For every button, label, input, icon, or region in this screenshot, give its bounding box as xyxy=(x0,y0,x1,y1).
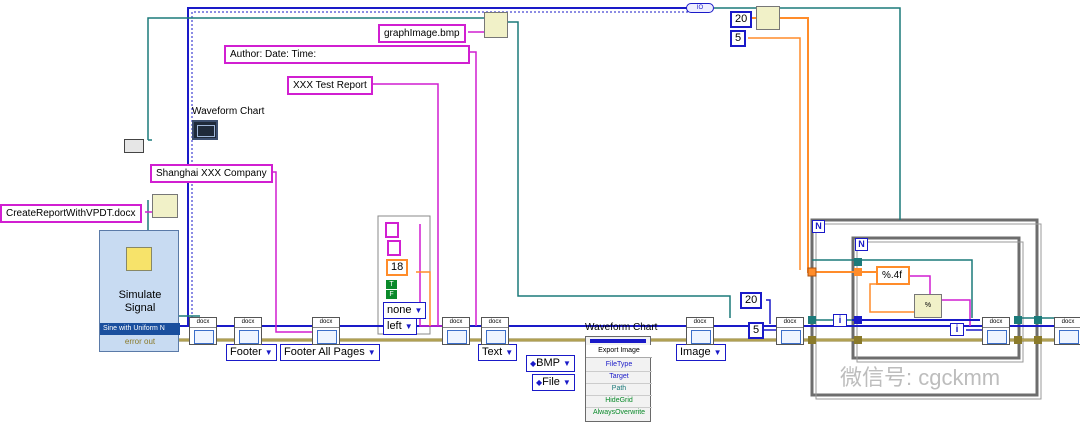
waveform-chart-terminal[interactable] xyxy=(192,120,218,140)
image-ring[interactable]: Image▼ xyxy=(676,344,726,361)
export-image-property-node[interactable]: Export Image FileType Target Path HideGr… xyxy=(585,336,652,422)
company-constant[interactable]: Shanghai XXX Company xyxy=(150,164,273,183)
property-filetype[interactable]: FileType xyxy=(586,359,652,372)
append-text-vi[interactable]: docx xyxy=(481,317,509,345)
build-path-node-2[interactable] xyxy=(484,12,508,38)
property-hidegrid[interactable]: HideGrid xyxy=(586,395,652,408)
loop-count-terminal-outer: N xyxy=(812,220,825,233)
iteration-terminal-outer: i xyxy=(833,314,847,327)
build-array-node[interactable] xyxy=(756,6,780,30)
dropdown-arrow-icon: ▼ xyxy=(563,359,571,368)
build-path-node[interactable] xyxy=(152,194,178,218)
save-report-vi[interactable]: docx xyxy=(1054,317,1080,345)
append-title-vi[interactable]: docx xyxy=(442,317,470,345)
file-name-constant[interactable]: CreateReportWithVPDT.docx xyxy=(0,204,142,223)
for-loop-outer-shadow xyxy=(815,223,1042,400)
new-report-vi[interactable]: docx xyxy=(189,317,217,345)
bundle-node-top[interactable]: IO xyxy=(686,3,714,13)
file-ring[interactable]: ◆File▼ xyxy=(532,374,575,391)
error-out-terminal[interactable]: error out xyxy=(124,337,156,346)
dropdown-arrow-icon: ▼ xyxy=(367,348,376,357)
signal-output-terminal[interactable]: Sine with Uniform N xyxy=(100,323,180,335)
watermark-text: 微信号: cgckmm xyxy=(840,365,1001,390)
footer-ring[interactable]: Footer▼ xyxy=(226,344,277,361)
set-table-cell-vi[interactable]: docx xyxy=(982,317,1010,345)
create-table-vi[interactable]: docx xyxy=(776,317,804,345)
waveform-chart-top-label: Waveform Chart xyxy=(192,106,265,117)
signal-icon xyxy=(126,247,152,271)
numeric-20-mid[interactable]: 20 xyxy=(740,292,763,309)
font-size-constant[interactable]: 18 xyxy=(386,259,409,276)
color-constant-2[interactable] xyxy=(387,240,401,256)
alignment-left-ring[interactable]: left▼ xyxy=(383,318,417,335)
numeric-5-top[interactable]: 5 xyxy=(730,30,747,47)
loop-count-terminal-inner: N xyxy=(855,238,868,251)
property-node-header: Export Image xyxy=(586,345,652,358)
image-file-constant[interactable]: graphImage.bmp xyxy=(378,24,466,43)
format-string-constant[interactable]: %.4f xyxy=(876,266,910,285)
property-path[interactable]: Path xyxy=(586,383,652,396)
folder-icon[interactable] xyxy=(124,139,144,153)
dropdown-arrow-icon: ▼ xyxy=(264,348,273,357)
color-constant-1[interactable] xyxy=(385,222,399,238)
dropdown-arrow-icon: ▼ xyxy=(713,348,722,357)
alignment-none-ring[interactable]: none▼ xyxy=(383,302,427,319)
boolean-false-constant[interactable]: F xyxy=(386,290,397,299)
simulate-signal-label: Simulate Signal xyxy=(118,289,162,314)
append-footer-text-vi[interactable]: docx xyxy=(312,317,340,345)
property-target[interactable]: Target xyxy=(586,371,652,384)
footer-all-pages-ring[interactable]: Footer All Pages▼ xyxy=(280,344,380,361)
add-header-footer-vi[interactable]: docx xyxy=(234,317,262,345)
dropdown-arrow-icon: ▼ xyxy=(562,378,571,387)
dropdown-arrow-icon: ▼ xyxy=(505,348,514,357)
iteration-terminal-inner: i xyxy=(950,323,964,336)
property-node-reference-bar xyxy=(590,339,646,343)
header-fields-constant[interactable]: Author: Date: Time: xyxy=(224,45,470,64)
enum-icon: ◆ xyxy=(530,359,537,368)
append-image-vi[interactable]: docx xyxy=(686,317,714,345)
dropdown-arrow-icon: ▼ xyxy=(404,322,413,331)
waveform-icon xyxy=(197,125,215,137)
for-loop-outer xyxy=(810,218,1039,397)
numeric-20-top[interactable]: 20 xyxy=(730,11,753,28)
simulate-signal-express-vi[interactable]: Simulate Signal Sine with Uniform N erro… xyxy=(99,230,180,352)
bmp-ring[interactable]: ◆BMP▼ xyxy=(526,355,575,372)
numeric-5-mid[interactable]: 5 xyxy=(748,322,765,339)
report-title-constant[interactable]: XXX Test Report xyxy=(287,76,373,95)
for-loop-inner xyxy=(851,236,1021,360)
dropdown-arrow-icon: ▼ xyxy=(414,306,423,315)
boolean-true-constant[interactable]: T xyxy=(386,280,397,289)
text-ring[interactable]: Text▼ xyxy=(478,344,518,361)
enum-icon: ◆ xyxy=(536,378,543,387)
property-alwaysoverwrite[interactable]: AlwaysOverwrite xyxy=(592,409,646,416)
waveform-chart-node-label: Waveform Chart xyxy=(585,322,658,333)
for-loop-inner-shadow xyxy=(856,241,1024,363)
format-into-string-node[interactable]: % xyxy=(914,294,942,318)
